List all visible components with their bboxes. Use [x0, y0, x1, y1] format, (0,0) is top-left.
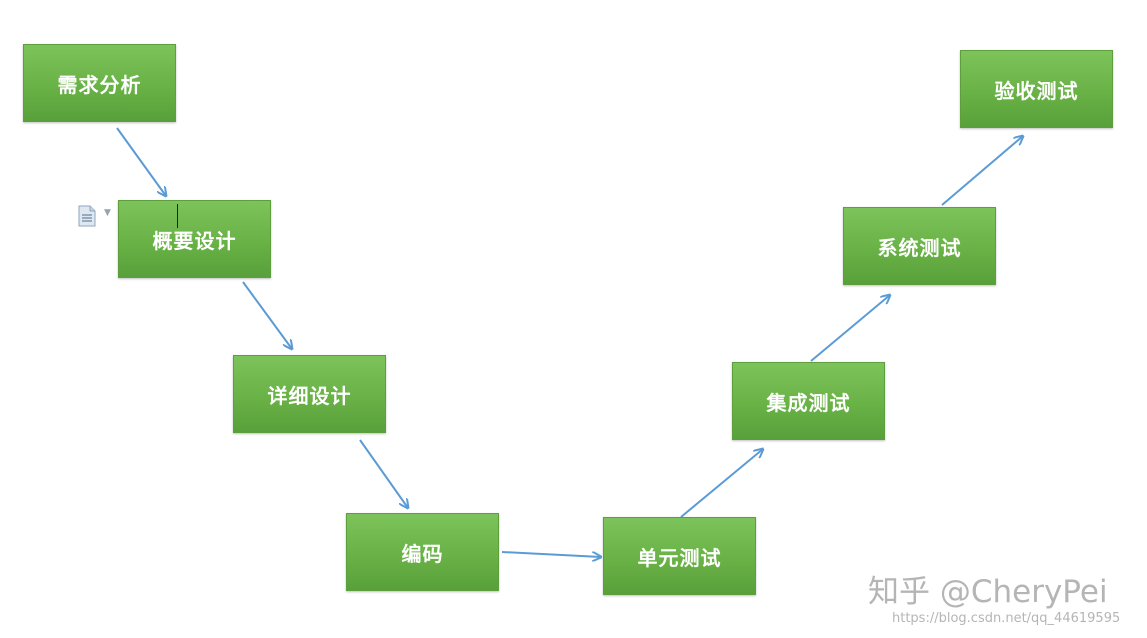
node-label: 概要设计: [152, 228, 237, 253]
node-label: 编码: [401, 541, 444, 566]
node-label: 集成测试: [766, 390, 851, 415]
node-system-testing[interactable]: 系统测试: [843, 207, 996, 285]
arrow-integration-to-system: [810, 295, 890, 362]
arrow-detail-to-coding: [359, 439, 408, 508]
document-icon[interactable]: [78, 205, 96, 227]
node-integration-testing[interactable]: 集成测试: [732, 362, 885, 440]
arrow-outline-to-detail: [242, 281, 292, 349]
node-outline-design[interactable]: 概要设计: [118, 200, 271, 278]
node-unit-testing[interactable]: 单元测试: [603, 517, 756, 595]
chevron-down-icon[interactable]: ▼: [104, 208, 111, 218]
arrow-coding-to-unit-test: [501, 551, 601, 557]
node-label: 详细设计: [267, 383, 352, 408]
watermark-url: https://blog.csdn.net/qq_44619595: [892, 611, 1121, 626]
node-label: 需求分析: [57, 72, 142, 97]
node-acceptance-testing[interactable]: 验收测试: [960, 50, 1113, 128]
text-cursor: [177, 204, 178, 228]
node-label: 系统测试: [877, 235, 962, 260]
node-label: 单元测试: [637, 545, 722, 570]
node-coding[interactable]: 编码: [346, 513, 499, 591]
node-label: 验收测试: [994, 78, 1079, 103]
watermark: 知乎 @CheryPei: [868, 574, 1108, 610]
node-requirements-analysis[interactable]: 需求分析: [23, 44, 176, 122]
arrow-system-to-acceptance: [941, 136, 1023, 206]
node-detailed-design[interactable]: 详细设计: [233, 355, 386, 433]
arrow-requirements-to-outline: [116, 127, 166, 196]
arrow-unit-to-integration: [680, 449, 763, 518]
